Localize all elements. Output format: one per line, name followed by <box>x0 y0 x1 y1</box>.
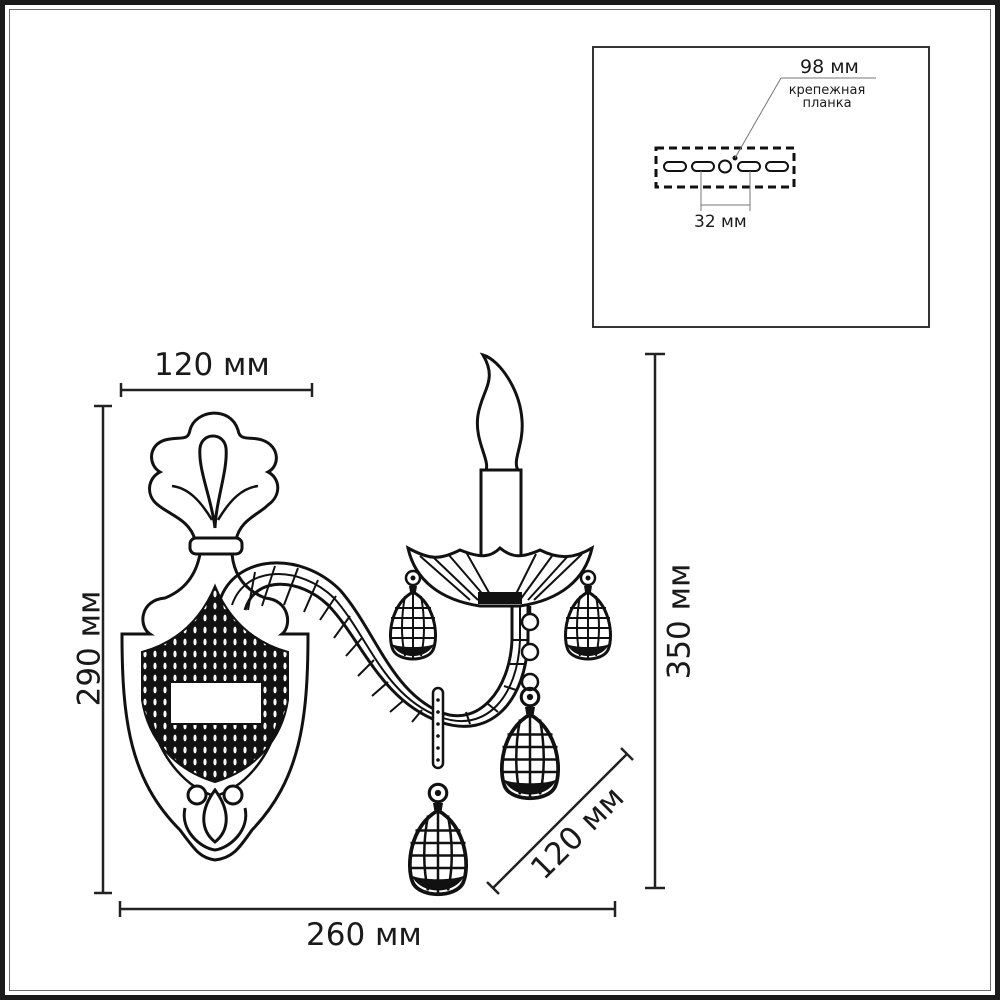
backplate-width-label: 120 мм <box>154 347 270 383</box>
mounting-bracket-drawing <box>654 77 876 211</box>
bobeche <box>405 544 595 608</box>
drawing-inner-frame <box>9 9 991 991</box>
crystal-pendants <box>388 569 613 897</box>
hole-spacing-label: 32 мм <box>694 212 747 232</box>
dimension-lines <box>94 352 665 917</box>
backplate-height-label: 290 мм <box>71 590 108 707</box>
bracket-label-line1: крепежная <box>788 83 866 98</box>
total-width-label: 260 мм <box>306 917 422 953</box>
backplate <box>120 411 310 862</box>
total-height-label: 350 мм <box>661 563 698 680</box>
bracket-length-label: 98 мм <box>800 56 859 78</box>
bracket-label: крепежная планка <box>782 84 872 110</box>
bracket-label-line2: планка <box>802 96 852 111</box>
